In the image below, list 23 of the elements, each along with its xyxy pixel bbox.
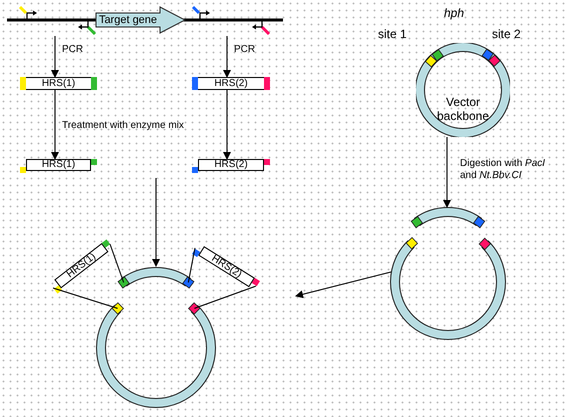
site-label: site 2 <box>492 27 521 41</box>
gene-label: hph <box>444 6 464 20</box>
plasmid-label: Vector backbone <box>436 95 490 123</box>
edge-label: PCR <box>234 44 256 56</box>
arrow <box>295 272 392 298</box>
arrow <box>51 90 59 160</box>
fragment-label: HRS(2) <box>214 78 248 88</box>
arrow <box>152 178 160 267</box>
arrow <box>223 36 231 78</box>
site-label: site 1 <box>378 27 407 41</box>
fragment-label: HRS(1) <box>42 78 76 88</box>
arrow <box>51 36 59 78</box>
edge-label: Digestion with PacI and Nt.Bbv.CI <box>460 158 546 182</box>
gene-label: Target gene <box>98 13 158 27</box>
plasmid-ring <box>96 302 216 408</box>
fragment-label: HRS(1) <box>42 160 76 170</box>
fragment-label: HRS(2) <box>214 160 248 170</box>
plasmid-ring <box>390 207 506 340</box>
plasmid-arc <box>118 267 194 289</box>
arrow <box>443 136 451 208</box>
edge-label: PCR <box>62 44 84 56</box>
arrow <box>223 90 231 160</box>
edge-label: Treatment with enzyme mix <box>62 120 184 132</box>
